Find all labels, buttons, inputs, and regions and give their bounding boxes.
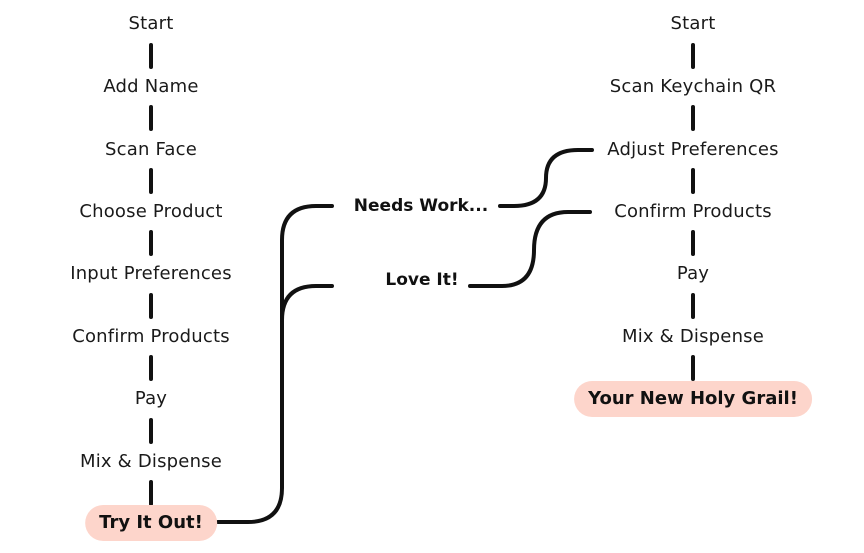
left-step-choose-product: Choose Product	[79, 201, 223, 222]
branch-needs-work: Needs Work...	[353, 196, 489, 216]
left-step-confirm-products: Confirm Products	[72, 326, 230, 347]
right-step-mix-dispense: Mix & Dispense	[621, 326, 765, 347]
love-it-connector	[468, 210, 592, 288]
right-end-pill: Your New Holy Grail!	[574, 381, 812, 417]
right-step-confirm-products: Confirm Products	[614, 201, 772, 222]
left-step-scan-face: Scan Face	[105, 139, 197, 160]
love-it-branch-connector	[280, 284, 334, 322]
left-step-start: Start	[128, 13, 174, 34]
left-step-pay: Pay	[134, 388, 168, 409]
left-step-input-preferences: Input Preferences	[70, 263, 232, 284]
right-step-scan-keychain-qr: Scan Keychain QR	[609, 76, 777, 97]
trunk-connector	[216, 204, 334, 524]
right-step-adjust-preferences: Adjust Preferences	[607, 139, 779, 160]
left-step-add-name: Add Name	[103, 76, 199, 97]
needs-work-connector	[498, 148, 594, 208]
left-step-mix-dispense: Mix & Dispense	[79, 451, 223, 472]
right-step-start: Start	[670, 13, 716, 34]
branch-love-it: Love It!	[385, 270, 459, 290]
left-end-pill: Try It Out!	[85, 505, 217, 541]
right-step-pay: Pay	[676, 263, 710, 284]
